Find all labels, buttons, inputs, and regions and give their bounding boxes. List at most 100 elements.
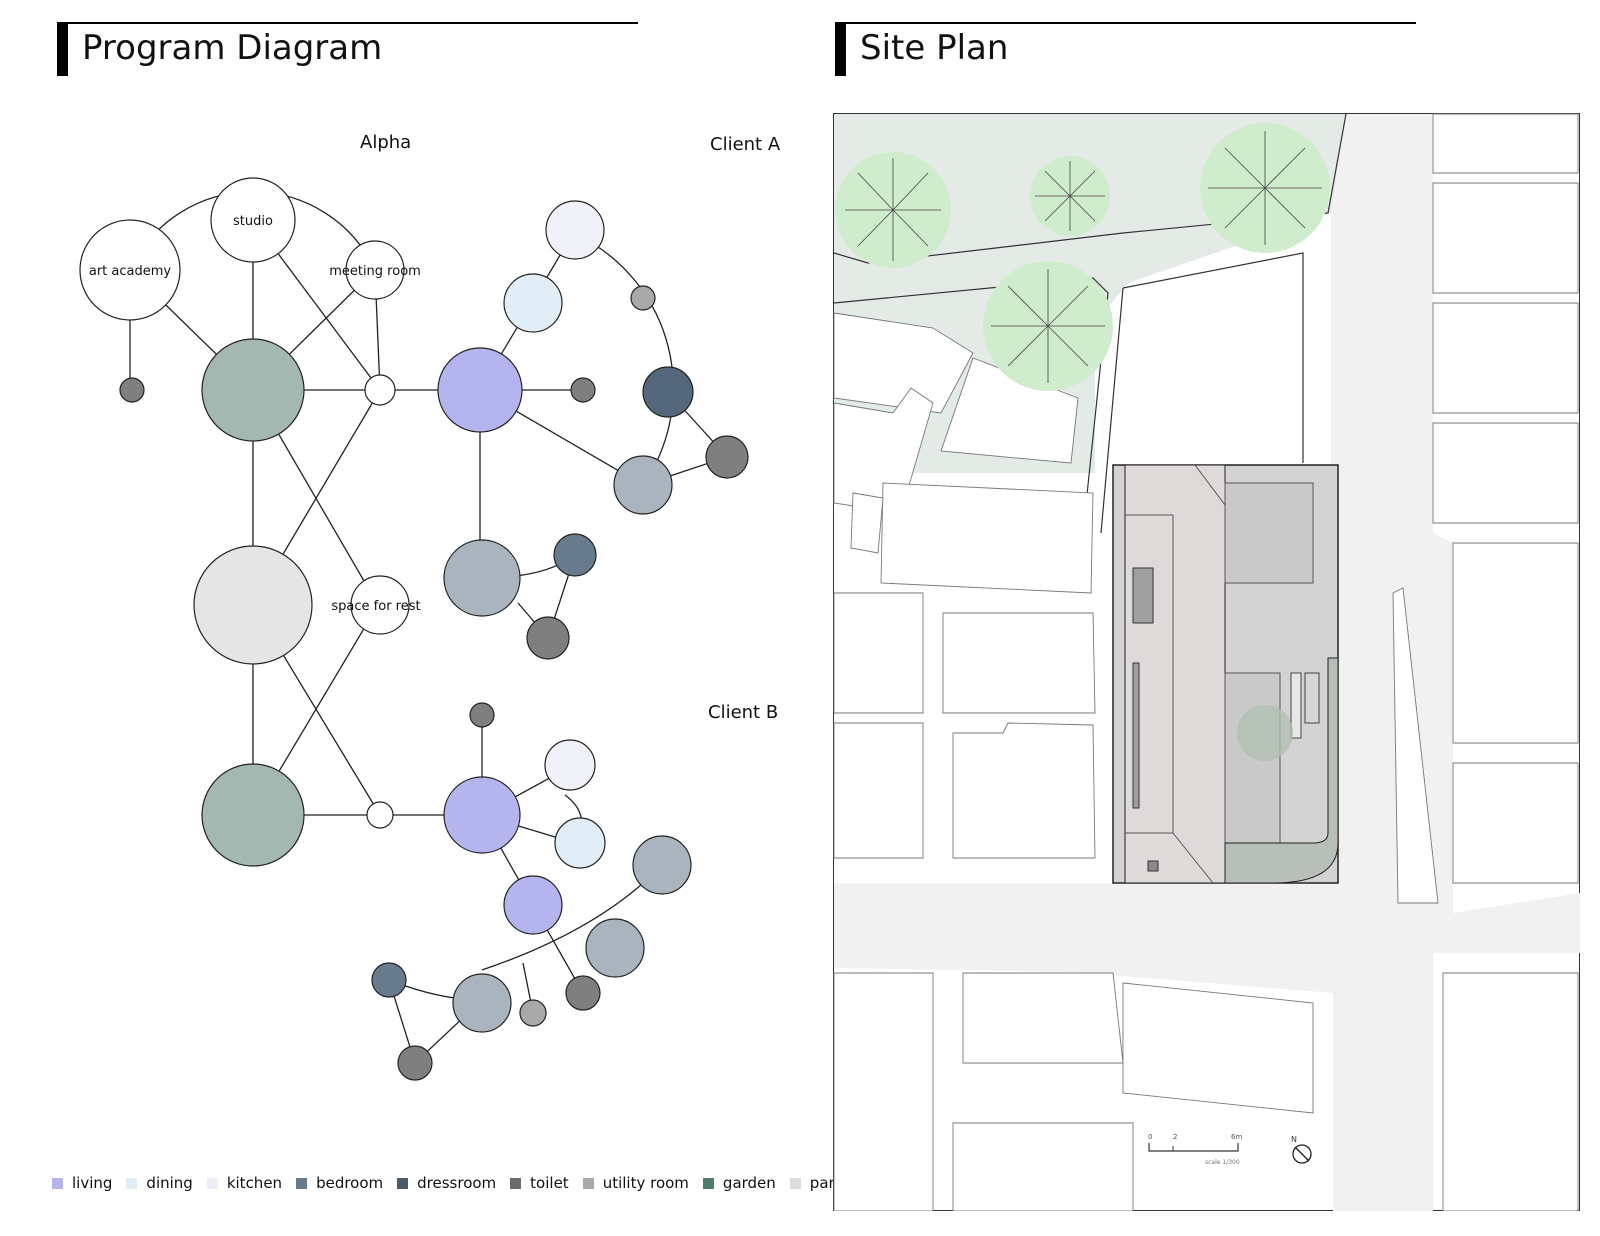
program-diagram-title: Program Diagram (82, 28, 383, 68)
building-outline (1392, 587, 1439, 904)
utility-node (519, 999, 547, 1027)
boundary-line (1122, 252, 1304, 463)
building-outline (1432, 302, 1579, 414)
roof-line (1194, 464, 1226, 506)
bedroom-node (613, 455, 673, 515)
building-outline (833, 722, 924, 859)
dining-node (554, 817, 606, 869)
scale-tick-label: 6m (1231, 1133, 1242, 1141)
building-outline (952, 722, 1096, 859)
garden-node (201, 338, 305, 442)
tree-icon (1200, 123, 1330, 253)
toilet-node (705, 435, 749, 479)
legend-item-dining: dining (126, 1174, 193, 1192)
building-outline (1452, 542, 1579, 744)
main-building (1112, 464, 1339, 884)
tree-icon (1030, 156, 1110, 236)
legend-label: dining (146, 1174, 193, 1192)
skylight (1132, 662, 1140, 809)
building-outline (1432, 182, 1579, 294)
toilet-node (469, 702, 495, 728)
terrace (1224, 482, 1314, 584)
boundary-line (833, 277, 1109, 534)
living-node (503, 875, 563, 935)
kitchen-node (545, 200, 605, 260)
legend-item-garden: garden (702, 1174, 776, 1192)
junction-node (366, 801, 394, 829)
building-outline (942, 612, 1096, 714)
scale-tick-label: 0 (1148, 1133, 1152, 1141)
scale-bar-line (1148, 1143, 1239, 1152)
neighbour-buildings (833, 113, 1579, 1211)
legend-item-living: living (52, 1174, 112, 1192)
program-nodes (79, 177, 749, 1081)
space-for-rest-label: space for rest (331, 599, 420, 614)
dining-node (503, 273, 563, 333)
bedroom-node (452, 973, 512, 1033)
legend: living dining kitchen bedroom dressroom … (52, 1174, 881, 1192)
garden-node (201, 763, 305, 867)
stair-rail (1290, 672, 1302, 739)
tree-icon (835, 152, 951, 268)
dressroom-node (553, 533, 597, 577)
site-plan-header: Site Plan (835, 22, 1416, 76)
legend-label: bedroom (316, 1174, 384, 1192)
legend-swatch (582, 1177, 594, 1189)
boundary-line (1100, 287, 1124, 534)
building-outline (1432, 113, 1579, 174)
building-roof (1124, 464, 1226, 884)
building-outline (850, 492, 884, 554)
building-outline (880, 482, 1094, 594)
space-for-rest-node (350, 575, 410, 635)
building-outline (1442, 972, 1579, 1211)
bedroom-node (585, 918, 645, 978)
meeting-room-label: meeting room (329, 264, 421, 279)
boundary-line (833, 113, 1347, 264)
bedroom-node (443, 539, 521, 617)
bedroom-node (632, 835, 692, 895)
legend-swatch (206, 1177, 218, 1189)
parking-node (193, 545, 313, 665)
title-bar (835, 22, 846, 76)
building-outline (1432, 422, 1579, 524)
building-outline (833, 592, 924, 714)
building-outline (833, 972, 934, 1211)
living-node (437, 347, 523, 433)
art-academy-label: art academy (89, 264, 172, 279)
legend-label: toilet (530, 1174, 569, 1192)
program-diagram-header: Program Diagram (57, 22, 638, 76)
title-bar (57, 22, 68, 76)
utility-node (630, 285, 656, 311)
building-outline (962, 972, 1124, 1064)
scale-note: scale 1/300 (1205, 1159, 1240, 1166)
site-plan-title: Site Plan (860, 28, 1009, 68)
legend-label: garden (722, 1174, 776, 1192)
park-boundaries (833, 113, 1347, 534)
dressroom-node (642, 366, 694, 418)
courtyard-tree-icon (1237, 705, 1293, 761)
legend-label: utility room (602, 1174, 689, 1192)
site-plan: 0 2 6m scale 1/300 N (833, 113, 1580, 1211)
stair (1304, 672, 1320, 724)
skylight (1132, 567, 1154, 624)
legend-swatch (789, 1177, 801, 1189)
building-outline (952, 1122, 1134, 1211)
meeting-room-node (345, 240, 405, 300)
building-outline (833, 387, 934, 514)
chimney (1147, 860, 1159, 872)
legend-item-dressroom: dressroom (397, 1174, 496, 1192)
legend-label: kitchen (226, 1174, 283, 1192)
legend-label: dressroom (417, 1174, 497, 1192)
studio-label: studio (233, 214, 273, 229)
program-labels: studio art academy meeting room space fo… (89, 214, 421, 614)
legend-item-bedroom: bedroom (296, 1174, 383, 1192)
title-rule (68, 22, 638, 24)
legend-swatch (296, 1177, 308, 1189)
title-rule (846, 22, 1416, 24)
living-node (443, 776, 521, 854)
dressroom-node (371, 962, 407, 998)
group-label-alpha: Alpha (360, 132, 412, 153)
legend-item-utility-room: utility room (582, 1174, 689, 1192)
studio-node (210, 177, 296, 263)
art-academy-node (79, 219, 181, 321)
